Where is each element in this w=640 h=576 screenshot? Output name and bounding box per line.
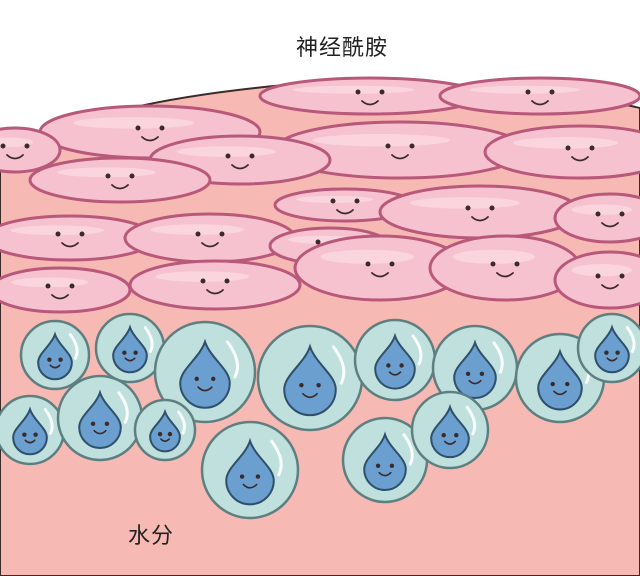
smiling-cell-icon [128, 259, 302, 311]
smiling-cell-icon [0, 266, 132, 314]
smiling-cell-icon [293, 234, 467, 302]
smiling-cell-icon [378, 184, 582, 240]
smiling-water-droplet-icon [256, 324, 364, 432]
smiling-water-droplet-icon [133, 398, 197, 462]
smiling-cell-icon [438, 76, 640, 116]
moisture-label: 水分 [128, 524, 175, 549]
smiling-water-droplet-icon [56, 374, 144, 462]
smiling-cell-icon [428, 234, 582, 302]
smiling-water-droplet-icon [353, 318, 437, 402]
smiling-water-droplet-icon [19, 319, 91, 391]
smiling-cell-icon [28, 156, 212, 204]
smiling-water-droplet-icon [341, 416, 429, 504]
moisture-bubble-layer [0, 312, 640, 520]
smiling-water-droplet-icon [576, 312, 640, 384]
ceramide-label: 神经酰胺 [296, 36, 389, 61]
smiling-water-droplet-icon [410, 390, 490, 470]
smiling-water-droplet-icon [94, 312, 166, 384]
ceramide-cell-layer [0, 76, 640, 314]
smiling-cell-icon [123, 212, 297, 264]
smiling-cell-icon [258, 76, 482, 116]
smiling-water-droplet-icon [0, 394, 66, 466]
smiling-cell-icon [553, 192, 640, 244]
smiling-water-droplet-icon [200, 420, 300, 520]
smiling-cell-icon [0, 126, 62, 174]
smiling-cell-icon [553, 250, 640, 310]
smiling-cell-icon [483, 124, 640, 180]
smiling-water-droplet-icon [153, 320, 257, 424]
smiling-cell-icon [0, 214, 157, 262]
